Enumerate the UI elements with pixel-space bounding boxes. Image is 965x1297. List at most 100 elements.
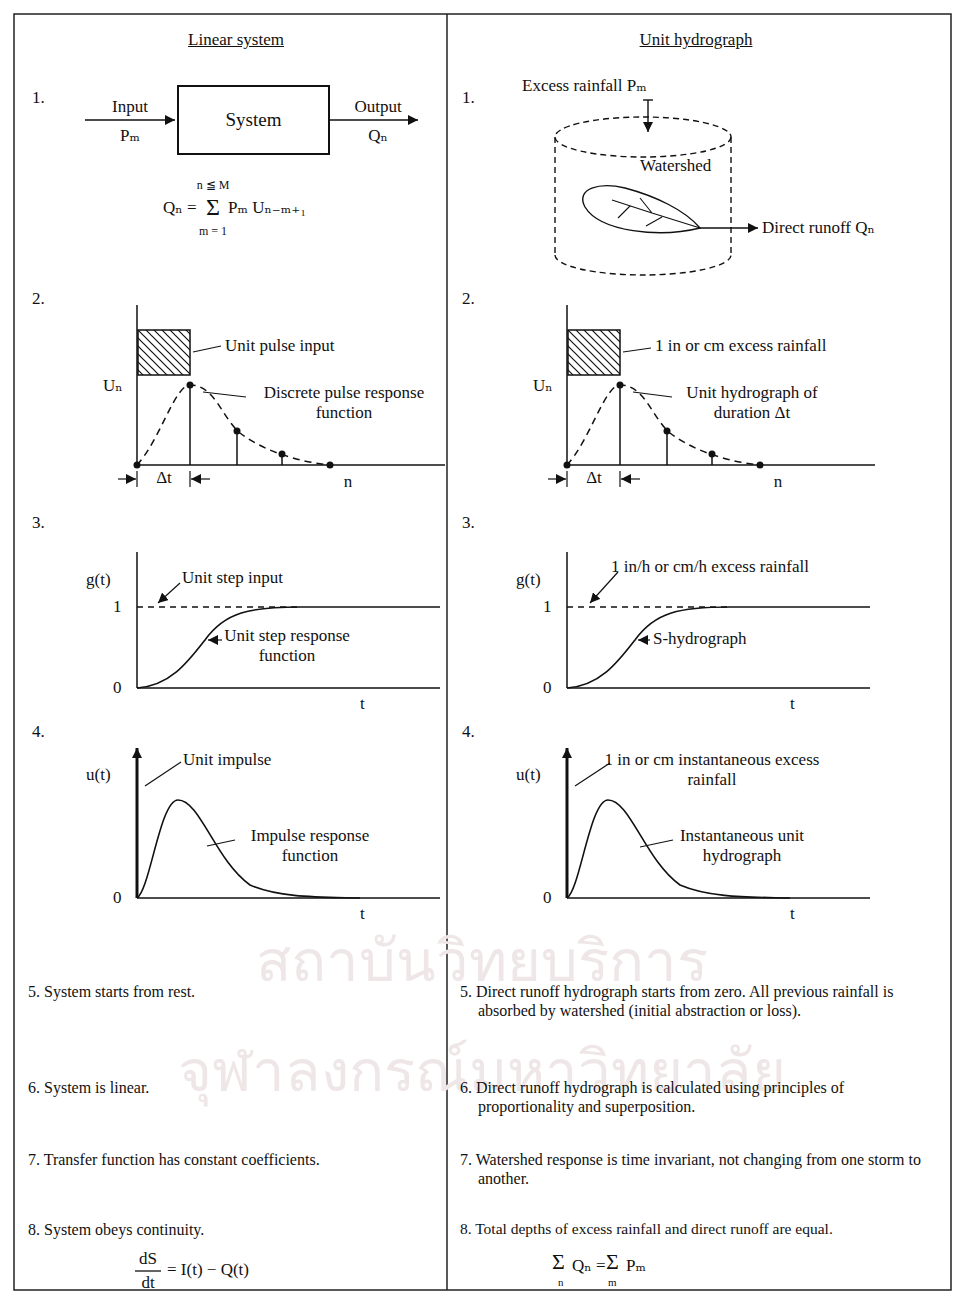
leader-line (640, 840, 673, 847)
equation: Pₘ Uₙ₋ₘ₊₁ (228, 198, 306, 218)
step-number: 1. (462, 88, 475, 108)
leader-line (633, 392, 672, 397)
cylinder-side (730, 137, 731, 255)
equation: Qₙ = (163, 198, 196, 218)
axis-label: t (790, 904, 795, 924)
axis-label: u(t) (516, 765, 541, 785)
equation: = I(t) − Q(t) (167, 1260, 249, 1280)
annotation: Unit pulse input (225, 336, 335, 356)
annotation: Direct runoff Qₙ (762, 218, 875, 238)
axis-label: t (360, 694, 365, 714)
dot (327, 462, 334, 469)
leader-line (145, 762, 181, 786)
note: 7. Watershed response is time invariant,… (460, 1150, 942, 1188)
leader-line (207, 840, 235, 846)
cylinder-side (554, 137, 555, 255)
axis-label: Uₙ (103, 376, 123, 396)
step-number: 2. (32, 289, 45, 309)
watershed-outline (583, 186, 700, 233)
annotation: 1 in or cm excess rainfall (655, 336, 826, 356)
pulse-response-graph (548, 305, 875, 487)
sum-sign: Σ (552, 1249, 565, 1275)
cylinder-bottom (555, 255, 731, 275)
output-arrow (330, 119, 418, 121)
axis-label: t (790, 694, 795, 714)
annotation: 1 in or cm instantaneous excess rainfall (602, 750, 822, 791)
impulse-response-graph (567, 748, 870, 898)
sum-sign: Σ (198, 193, 228, 222)
note: 8. Total depths of excess rainfall and d… (460, 1220, 942, 1239)
tick-label: 0 (543, 678, 552, 698)
signal-label: Input (95, 97, 165, 117)
dot (134, 462, 141, 469)
annotation: Unit hydrograph of duration Δt (667, 383, 837, 424)
annotation: S-hydrograph (653, 629, 746, 649)
leader-line (623, 348, 651, 352)
signal-label: Output (338, 97, 418, 117)
dot (279, 451, 286, 458)
input-arrow (85, 119, 175, 121)
step-number: 4. (462, 722, 475, 742)
column-heading: Linear system (151, 30, 321, 50)
signal-symbol: Qₙ (353, 126, 403, 146)
sum-sign: Σ (606, 1249, 619, 1275)
cylinder-top (555, 117, 731, 157)
step-number: 1. (32, 88, 45, 108)
leader-arrow (208, 639, 222, 640)
pulse-block (138, 330, 190, 375)
equation: Pₘ (626, 1256, 646, 1276)
dimension-label: Δt (149, 468, 179, 488)
runoff-arrow (700, 227, 758, 229)
note: 5. Direct runoff hydrograph starts from … (460, 982, 942, 1020)
sum-limit: n ≦ M (183, 178, 243, 192)
annotation: 1 in/h or cm/h excess rainfall (610, 557, 810, 577)
step-number: 4. (32, 722, 45, 742)
x-axis (137, 687, 440, 689)
tick-label: 0 (113, 888, 122, 908)
axis-label: n (768, 472, 788, 492)
rain-arrow (647, 100, 648, 132)
leader-arrow (590, 572, 618, 603)
step-response-graph (137, 552, 440, 688)
tick-label: 0 (543, 888, 552, 908)
x-axis (137, 897, 440, 899)
tick-label: 1 (113, 597, 122, 617)
pulse-response-graph (118, 305, 445, 487)
stem (236, 431, 238, 465)
unit-impulse (136, 748, 139, 898)
axis-label: g(t) (86, 570, 111, 590)
annotation: Watershed (640, 156, 711, 176)
tick-label: 0 (113, 678, 122, 698)
equation: dS (128, 1249, 168, 1269)
tick (136, 471, 137, 487)
signal-symbol: Pₘ (105, 126, 155, 146)
tick-label: 1 (543, 597, 552, 617)
stem (189, 385, 191, 465)
sum-limit: m = 1 (183, 224, 243, 238)
y-axis (136, 305, 138, 465)
dimension-arrow (191, 478, 210, 479)
equation: dt (128, 1273, 168, 1293)
y-axis (136, 552, 138, 688)
watershed-cylinder (555, 117, 731, 275)
impulse-response-graph (137, 748, 440, 898)
note: 6. System is linear. (28, 1078, 438, 1097)
tick (189, 471, 190, 487)
axis-label: t (360, 904, 365, 924)
sum-limit: m (608, 1276, 617, 1289)
step-number: 2. (462, 289, 475, 309)
note: 5. System starts from rest. (28, 982, 438, 1001)
stream-network (612, 198, 700, 228)
x-axis (137, 464, 445, 466)
equation: Qₙ = (572, 1256, 605, 1276)
frame (14, 14, 951, 1290)
leader-arrow (158, 583, 180, 603)
annotation: Unit step input (182, 568, 283, 588)
sum-limit: n (558, 1276, 564, 1289)
box-label: System (226, 109, 282, 132)
annotation: Excess rainfall Pₘ (522, 76, 647, 96)
fraction-bar (135, 1270, 161, 1271)
note: 8. System obeys continuity. (28, 1220, 438, 1239)
annotation: Discrete pulse response function (244, 383, 444, 424)
note: 7. Transfer function has constant coeffi… (28, 1150, 438, 1169)
